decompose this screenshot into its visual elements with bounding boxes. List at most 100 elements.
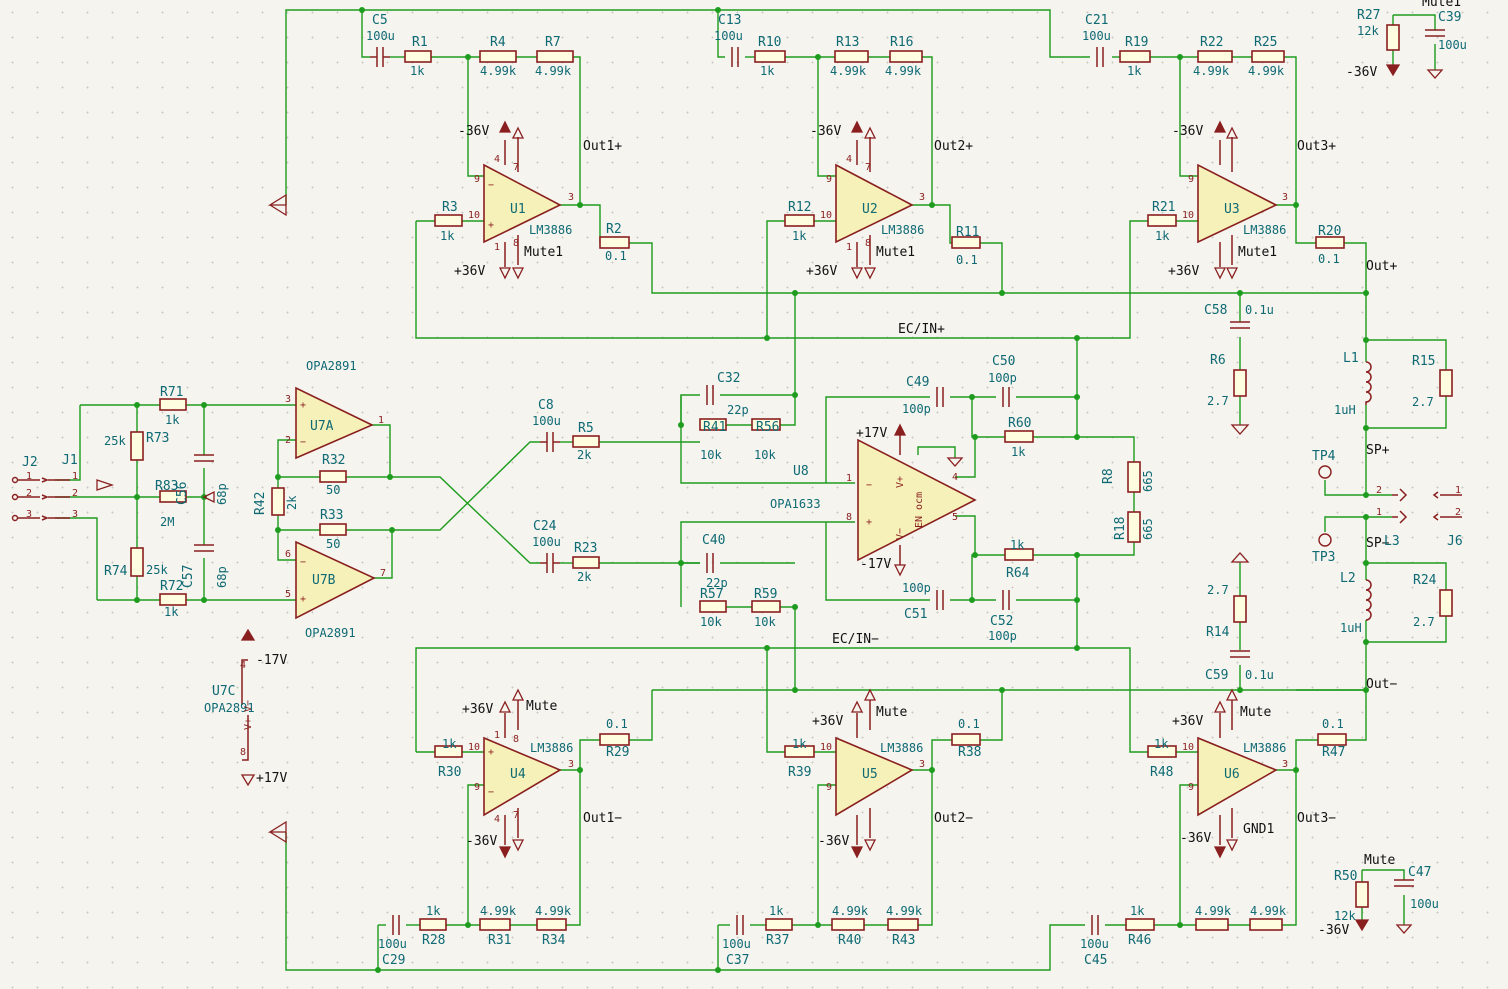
value-c32: 22p [727, 403, 749, 417]
label-r56: R56 [756, 420, 779, 435]
label-r73: R73 [146, 431, 169, 446]
value-r72: 1k [164, 605, 179, 619]
label-c45: C45 [1084, 953, 1107, 968]
value-r29: 0.1 [606, 717, 628, 731]
label-u1: U1 [510, 202, 526, 217]
value-r13: 4.99k [830, 64, 867, 78]
net-m17-u7c: -17V [256, 653, 287, 668]
value-r56: 10k [754, 448, 776, 462]
net-mute-bottom: Mute [1364, 853, 1395, 868]
value-r59: 10k [754, 615, 776, 629]
label-r43: R43 [892, 933, 915, 948]
label-c37: C37 [726, 953, 749, 968]
svg-text:1: 1 [494, 730, 500, 741]
label-r30: R30 [438, 765, 461, 780]
label-l2: L2 [1340, 571, 1356, 586]
label-c24: C24 [533, 519, 557, 534]
value-r37: 1k [769, 904, 784, 918]
net-out2p: Out2+ [934, 139, 973, 154]
net-m36-top: -36V [1346, 65, 1377, 80]
part-u7a: OPA2891 [306, 359, 357, 373]
label-r22: R22 [1200, 35, 1223, 50]
label-tp3: TP3 [1312, 550, 1335, 565]
label-r16: R16 [890, 35, 913, 50]
label-r38: R38 [958, 745, 981, 760]
label-r20: R20 [1318, 224, 1341, 239]
value-r25: 4.99k [1248, 64, 1285, 78]
label-r11: R11 [956, 225, 979, 240]
svg-text:10: 10 [468, 210, 480, 221]
value-r6: 2.7 [1207, 394, 1229, 408]
svg-text:8: 8 [846, 512, 852, 523]
svg-text:−: − [300, 437, 306, 448]
net-spp: SP+ [1366, 443, 1390, 458]
value-r38: 0.1 [958, 717, 980, 731]
label-r46: R46 [1128, 933, 1151, 948]
svg-text:+: + [488, 747, 494, 758]
labels: C5 100u R1 1k R4 4.99k R7 4.99k C13 100u… [22, 0, 1467, 968]
net-ecinm: EC/IN− [832, 632, 879, 647]
svg-text:10: 10 [468, 742, 480, 753]
label-r50: R50 [1334, 869, 1357, 884]
value-r8: 665 [1141, 470, 1155, 492]
u8-symbol [857, 438, 977, 562]
label-r34: R34 [542, 933, 566, 948]
label-c58: C58 [1204, 303, 1227, 318]
svg-text:1: 1 [494, 242, 500, 253]
net-spm: SP− [1366, 536, 1390, 551]
value-c52: 100p [988, 629, 1017, 643]
label-u6: U6 [1224, 767, 1240, 782]
label-r27: R27 [1357, 8, 1380, 23]
label-r28: R28 [422, 933, 445, 948]
value-r20: 0.1 [1318, 252, 1340, 266]
svg-text:4: 4 [494, 154, 500, 165]
label-c40: C40 [702, 533, 725, 548]
value-r83: 2M [160, 515, 174, 529]
label-c49: C49 [906, 375, 929, 390]
label-u7c: U7C [212, 684, 235, 699]
opamps: 48 [240, 137, 1278, 845]
net-m36-u6: -36V [1180, 831, 1211, 846]
part-u2: LM3886 [881, 223, 924, 237]
value-c51: 100p [902, 581, 931, 595]
label-r24: R24 [1413, 573, 1437, 588]
inductors [1365, 361, 1372, 621]
svg-text:3: 3 [568, 192, 574, 203]
label-r64: R64 [1006, 566, 1030, 581]
svg-text:1: 1 [1376, 507, 1382, 518]
value-r41: 10k [700, 448, 722, 462]
net-out1m: Out1− [583, 811, 622, 826]
value-r39: 1k [792, 737, 807, 751]
svg-text:+: + [866, 517, 872, 528]
part-u7c: OPA2891 [204, 701, 255, 715]
label-r12: R12 [788, 200, 811, 215]
svg-text:10: 10 [820, 210, 832, 221]
label-r37: R37 [766, 933, 789, 948]
net-p17-u7c: +17V [256, 771, 287, 786]
value-r28: 1k [426, 904, 441, 918]
svg-text:9: 9 [826, 782, 832, 793]
net-m36-u1: -36V [458, 124, 489, 139]
label-c5: C5 [372, 13, 388, 28]
u8-enocm-label: EN ocm [914, 492, 925, 528]
net-p36-u4: +36V [462, 702, 493, 717]
label-c52: C52 [990, 614, 1013, 629]
label-r32: R32 [322, 453, 345, 468]
svg-text:3: 3 [1282, 759, 1288, 770]
label-r14: R14 [1206, 625, 1230, 640]
part-u1: LM3886 [529, 223, 572, 237]
value-r14: 2.7 [1207, 583, 1229, 597]
net-gnd1: GND1 [1243, 822, 1274, 837]
svg-text:3: 3 [72, 509, 78, 520]
value-r34: 4.99k [535, 904, 572, 918]
u6-symbol [1197, 736, 1278, 817]
value-r10: 1k [760, 64, 775, 78]
u7c-vm-label: V− [243, 700, 254, 712]
u8-vp-label: V+ [895, 476, 906, 488]
value-c21: 100u [1082, 29, 1111, 43]
label-r5: R5 [578, 421, 594, 436]
label-r2: R2 [606, 222, 622, 237]
label-c29: C29 [382, 953, 405, 968]
